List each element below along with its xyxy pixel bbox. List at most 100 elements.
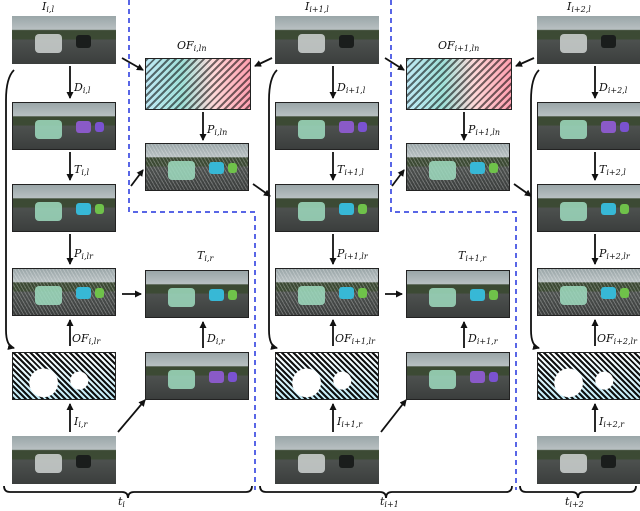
frame-left-label-subscript: i+1,l [309, 5, 329, 14]
frame-right-label: Ii+2,r [599, 416, 624, 431]
frame-right-label-subscript: i+1,r [341, 420, 363, 429]
car-shape [619, 204, 629, 214]
time-brace [259, 485, 513, 499]
optical-flow-ln-label-symbol: OF [177, 39, 194, 52]
frame-right-label-symbol: I [337, 415, 342, 428]
tracking-left-label-subscript: i+2,l [606, 168, 626, 177]
tracking-left-label: Ti+2,l [599, 164, 626, 179]
frame-right-label-symbol: I [599, 415, 604, 428]
optical-flow-lr-label: OFi,lr [72, 333, 100, 348]
detection-right-label-subscript: i+1,r [476, 337, 498, 346]
car-shape [601, 121, 616, 134]
propagation-lr-image [12, 268, 116, 316]
optical-flow-lr-image [275, 352, 379, 400]
arrow-tracking-to-propagation-ln [391, 169, 405, 187]
optical-flow-lr-image [537, 352, 640, 400]
detection-right-image [406, 352, 510, 400]
detection-right-image [145, 352, 249, 400]
frame-left-label-symbol: I [42, 0, 47, 13]
tracking-right-image [406, 270, 510, 318]
optical-flow-lr-label-subscript: i+1,lr [351, 337, 375, 346]
car-shape [35, 120, 62, 139]
car-shape [94, 122, 104, 132]
car-shape [209, 289, 224, 302]
tracking-left-label: Ti+1,l [337, 164, 364, 179]
detection-left-image [275, 102, 379, 150]
time-step-boundary [128, 0, 256, 490]
detection-left-image [537, 102, 640, 150]
time-symbol: t [118, 495, 123, 508]
tracking-left-label-subscript: i+1,l [344, 168, 364, 177]
car-shape [76, 121, 91, 134]
car-shape [227, 163, 237, 173]
car-shape [339, 203, 354, 216]
car-shape [298, 286, 325, 305]
arrow-frame-to-flow-lr [530, 69, 540, 350]
car-shape [76, 203, 91, 216]
propagation-ln-image [406, 143, 510, 191]
car-shape [470, 289, 485, 302]
propagation-ln-label-symbol: P [207, 123, 215, 136]
arrow-next-frame-to-flow-ln [515, 57, 535, 67]
car-shape [429, 370, 456, 389]
optical-flow-ln-label-subscript: i,ln [193, 44, 207, 53]
car-shape [357, 122, 367, 132]
detection-right-label-subscript: i,r [215, 337, 225, 346]
propagation-lr-label: Pi+2,lr [599, 248, 630, 263]
detection-left-label-subscript: i+2,l [607, 86, 628, 95]
frame-right-image [275, 436, 379, 484]
arrow-propagation-ln-to-next-tracking [252, 183, 271, 197]
frame-left-label-symbol: I [567, 0, 572, 13]
car-shape [76, 455, 92, 468]
propagation-lr-label-symbol: P [337, 247, 345, 260]
propagation-lr-label-symbol: P [74, 247, 82, 260]
car-shape [488, 372, 498, 382]
arrow-tracking-to-propagation-ln [130, 169, 144, 187]
optical-flow-ln-label: OFi,ln [177, 40, 206, 55]
car-shape [76, 287, 91, 300]
detection-right-label-symbol: D [468, 332, 477, 345]
frame-right-label-subscript: i,r [78, 420, 88, 429]
car-shape [298, 202, 325, 221]
car-shape [601, 203, 616, 216]
time-step-label: ti+1 [380, 495, 399, 509]
car-shape [560, 120, 587, 139]
propagation-lr-label-subscript: i+2,lr [606, 252, 630, 261]
car-shape [339, 287, 354, 300]
time-subscript: i+1 [384, 500, 399, 509]
frame-left-image [537, 16, 640, 64]
arrow-frame-to-flow-ln [121, 57, 144, 71]
frame-right-label-subscript: i+2,r [603, 420, 625, 429]
car-shape [339, 121, 354, 134]
car-shape [298, 120, 325, 139]
car-shape [94, 288, 104, 298]
arrow-propagation-ln-to-next-tracking [513, 183, 532, 197]
car-shape [209, 162, 224, 175]
car-shape [601, 455, 617, 468]
car-shape [168, 288, 195, 307]
car-shape [168, 370, 195, 389]
detection-left-label-subscript: i+1,l [345, 86, 366, 95]
frame-right-image [12, 436, 116, 484]
tracking-right-label-subscript: i+1,r [465, 254, 487, 263]
frame-right-label: Ii,r [74, 416, 87, 431]
time-brace [3, 485, 253, 499]
arrow-frame-to-flow-lr [268, 69, 278, 350]
frame-left-image [275, 16, 379, 64]
optical-flow-lr-label: OFi+1,lr [335, 333, 375, 348]
car-shape [76, 35, 92, 48]
arrow-right-frame-to-detection-right [380, 399, 407, 433]
detection-left-label-subscript: i,l [82, 86, 91, 95]
tracking-left-image [537, 184, 640, 232]
car-shape [34, 454, 62, 474]
time-step-label: ti+2 [565, 495, 584, 509]
propagation-ln-label: Pi,ln [207, 124, 227, 139]
frame-right-label: Ii+1,r [337, 416, 362, 431]
tracking-right-label-symbol: T [197, 249, 205, 262]
arrow-next-frame-to-flow-ln [254, 57, 273, 67]
propagation-ln-label-subscript: i+1,ln [475, 128, 501, 137]
detection-left-label: Di+2,l [599, 82, 627, 97]
car-shape [94, 204, 104, 214]
propagation-lr-label: Pi,lr [74, 248, 93, 263]
